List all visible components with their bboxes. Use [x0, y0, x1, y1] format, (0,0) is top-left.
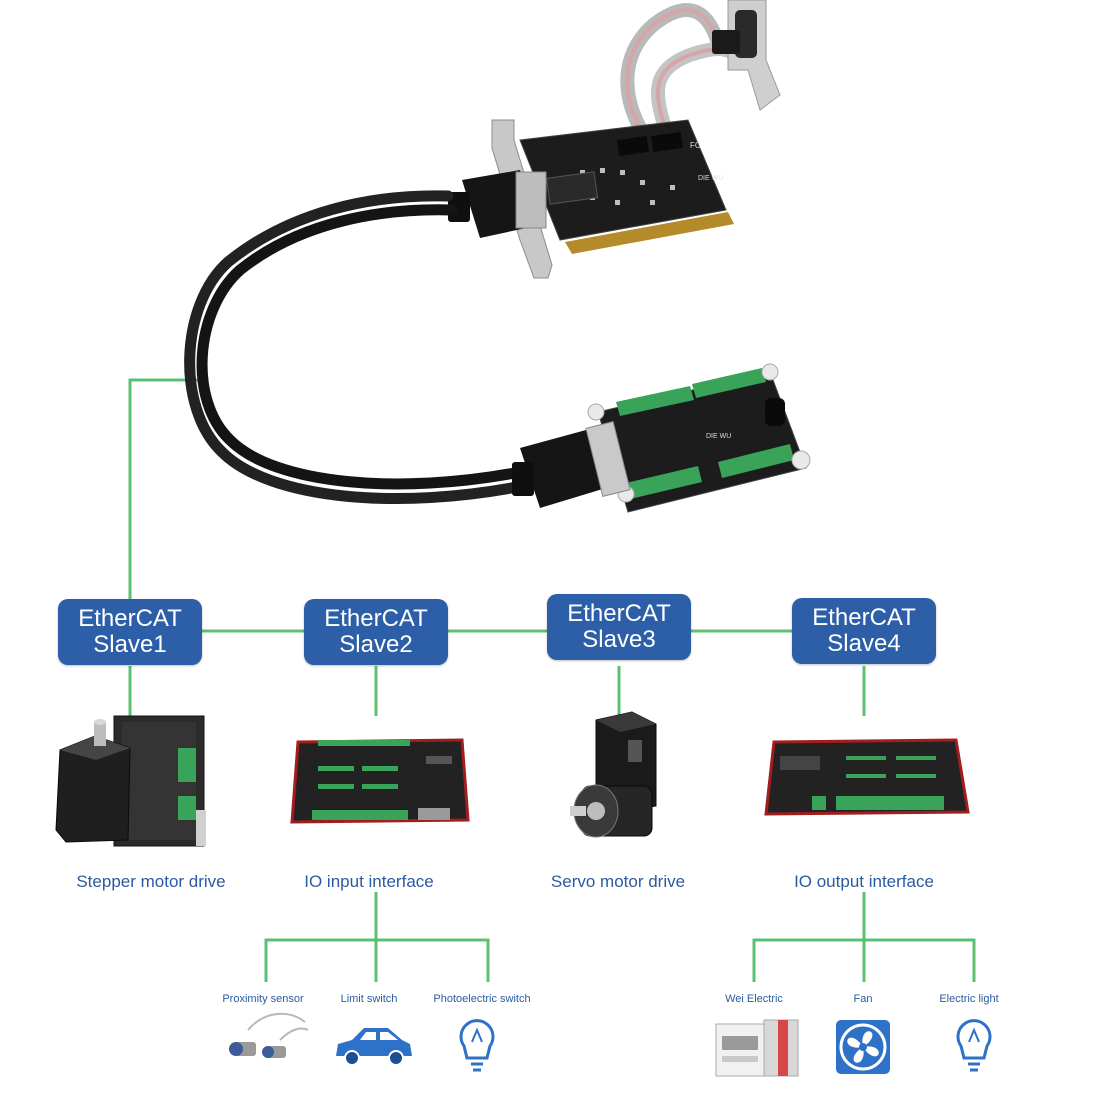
electric-light-label: Electric light	[939, 993, 999, 1005]
black-cable	[184, 190, 528, 505]
bottom-terminal-blocks	[622, 444, 794, 500]
io-input-interface-label: IO input interface	[304, 872, 434, 891]
relay-device-icon	[715, 1019, 799, 1077]
ethercat-slave1-box: EtherCAT Slave1	[58, 599, 202, 665]
ethercat-slave2-box: EtherCAT Slave2	[304, 599, 448, 665]
lightbulb-icon	[459, 1019, 495, 1072]
slave4-line2: Slave4	[827, 630, 901, 657]
output-branch-lines	[752, 892, 976, 982]
photoelectric-switch-label: Photoelectric switch	[433, 993, 531, 1005]
io-output-module-image	[764, 738, 970, 816]
top-terminal-blocks	[616, 368, 766, 416]
breakout-scsi-connector	[512, 421, 631, 508]
connection-lines	[128, 378, 976, 982]
wei-electric-label: Wei Electric	[725, 993, 783, 1005]
terminal-breakout-board: DIE WU	[512, 363, 811, 513]
proximity-sensor-icon	[229, 1012, 309, 1058]
breakout-logo-text: DIE WU	[706, 433, 731, 440]
limit-switch-label: Limit switch	[340, 993, 398, 1005]
slave1-line2: Slave1	[93, 631, 167, 658]
io-input-module-image	[290, 738, 470, 824]
slave1-line1: EtherCAT	[78, 605, 182, 632]
pcie-board	[519, 119, 727, 241]
serial-port-bracket	[712, 0, 781, 111]
card-logo-text: DIE WU	[698, 175, 723, 182]
input-branch-lines	[264, 892, 490, 982]
ribbon-cables	[620, 3, 746, 132]
fan-label: Fan	[853, 993, 873, 1005]
car-icon	[336, 1028, 412, 1066]
io-output-interface-label: IO output interface	[794, 872, 934, 891]
slave4-line1: EtherCAT	[812, 604, 916, 631]
card-scsi-connector	[448, 170, 547, 238]
fan-icon	[836, 1020, 890, 1074]
slave2-line1: EtherCAT	[324, 605, 428, 632]
ethercat-slave3-box: EtherCAT Slave3	[547, 594, 691, 660]
servo-motor-drive-label: Servo motor drive	[550, 872, 686, 891]
servo-motor-image	[570, 711, 657, 838]
proximity-sensor-label: Proximity sensor	[222, 993, 304, 1005]
stepper-motor-drive-image	[55, 715, 206, 847]
pcie-motion-card: DIE WU FC	[448, 119, 734, 279]
card-mark-text: FC	[690, 141, 701, 150]
ethercat-slave4-box: EtherCAT Slave4	[792, 598, 936, 664]
slave3-line2: Slave3	[582, 626, 656, 653]
slave3-line1: EtherCAT	[567, 600, 671, 627]
master-to-slave1-line	[128, 378, 200, 600]
electric-light-icon	[956, 1019, 992, 1072]
stepper-motor-drive-label: Stepper motor drive	[76, 872, 226, 891]
slave2-line2: Slave2	[339, 631, 413, 658]
